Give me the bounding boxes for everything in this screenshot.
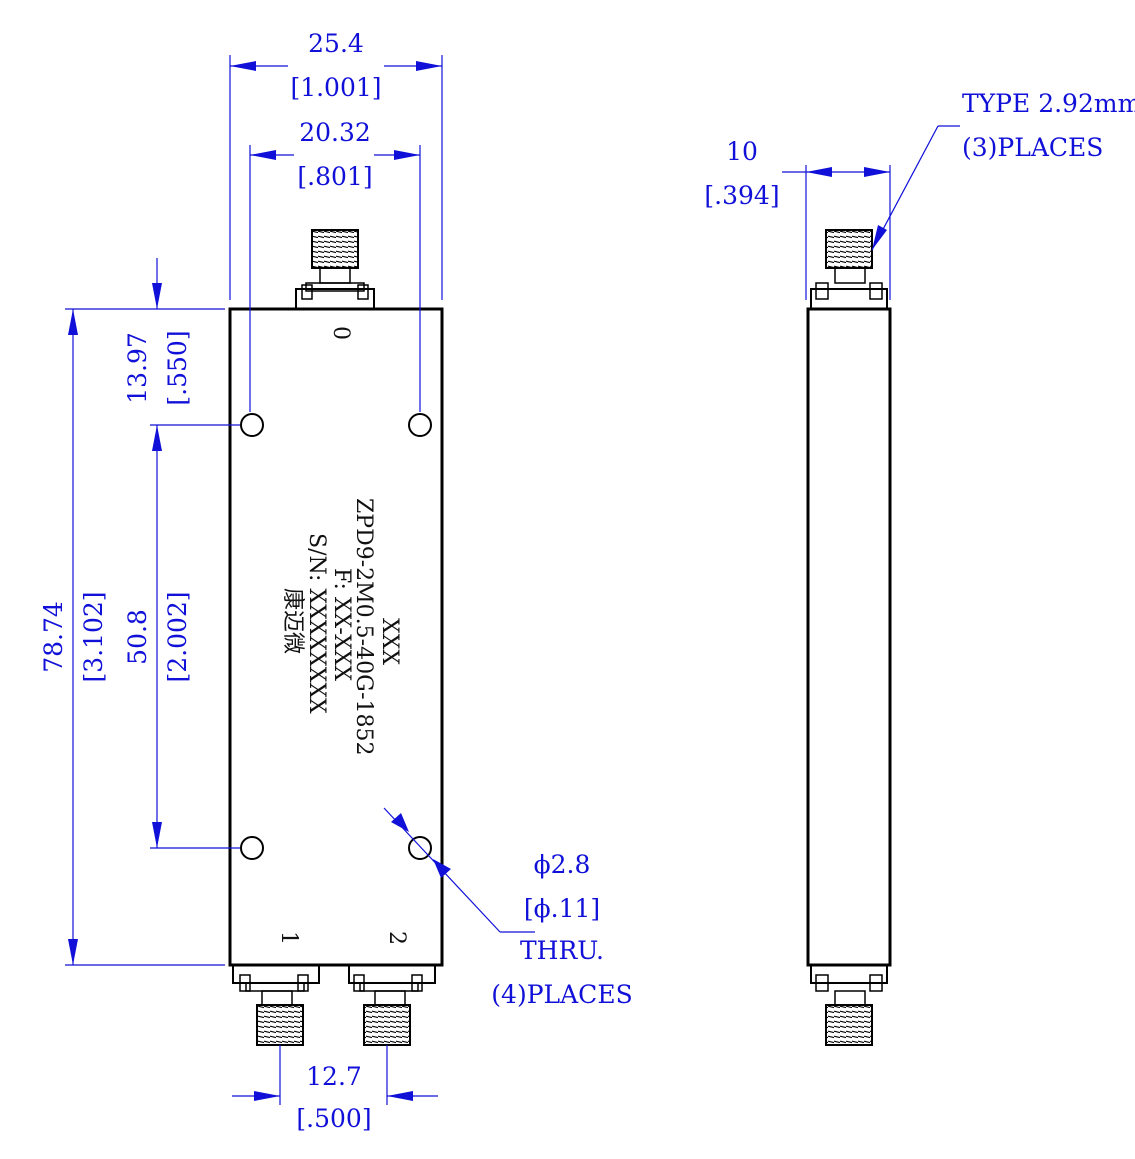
dim-side-depth-inch: [.394] — [704, 181, 779, 210]
dim-overall-length-inch: [3.102] — [79, 591, 108, 682]
dim-hole-spacing-length-inch: [2.002] — [163, 591, 192, 682]
housing-side — [806, 307, 892, 967]
dim-hole-spacing-length-mm: 50.8 — [123, 609, 152, 665]
callout-hole-diameter-inch: [ϕ.11] — [524, 894, 600, 923]
dim-side-depth-mm: 10 — [726, 137, 758, 166]
port-label-1: 1 — [276, 931, 301, 945]
front-view: 0 1 2 XXX ZPD9-2M0.5-40G-1852 F: XX-XXX … — [228, 229, 444, 1046]
dim-port-spacing-inch: [.500] — [296, 1104, 371, 1133]
mounting-hole — [408, 836, 432, 860]
dim-hole-spacing-width-mm: 20.32 — [299, 118, 371, 147]
label-line-1: XXX — [377, 618, 402, 665]
dim-hole-offset-inch: [.550] — [163, 330, 192, 405]
mounting-hole — [240, 836, 264, 860]
product-label: XXX ZPD9-2M0.5-40G-1852 F: XX-XXX S/N: X… — [280, 498, 402, 756]
port-label-0: 0 — [328, 326, 353, 340]
callout-hole-count: (4)PLACES — [491, 980, 632, 1009]
dim-overall-length-mm: 78.74 — [39, 601, 68, 673]
label-line-5: 康迈微 — [280, 588, 305, 654]
dim-port-spacing-mm: 12.7 — [306, 1062, 362, 1091]
dim-overall-width-inch: [1.001] — [290, 73, 381, 102]
callout-hole-thru: THRU. — [520, 936, 604, 965]
dim-hole-spacing-width-inch: [.801] — [297, 162, 372, 191]
dimension-text: 25.4 [1.001] 20.32 [.801] 10 [.394] 13.9… — [39, 29, 1135, 1133]
dimension-lines — [65, 55, 960, 1105]
connector-port-2 — [348, 964, 436, 1046]
side-view — [806, 229, 892, 1046]
callout-connector-count: (3)PLACES — [962, 133, 1103, 162]
port-label-2: 2 — [384, 931, 409, 945]
label-line-2: ZPD9-2M0.5-40G-1852 — [351, 498, 376, 756]
connector-port-1 — [232, 964, 320, 1046]
mounting-hole — [408, 413, 432, 437]
callout-hole-diameter-mm: ϕ2.8 — [534, 850, 591, 879]
callout-connector-type: TYPE 2.92mm — [962, 89, 1135, 118]
label-line-4: S/N: XXXXXXXX — [304, 533, 329, 714]
connector-side-bottom — [810, 964, 888, 1046]
dim-overall-width-mm: 25.4 — [308, 29, 364, 58]
dim-hole-offset-mm: 13.97 — [123, 332, 152, 404]
connector-side-top — [810, 229, 888, 310]
mounting-hole — [240, 413, 264, 437]
label-line-3: F: XX-XXX — [329, 568, 354, 681]
connector-port-0 — [295, 229, 375, 310]
